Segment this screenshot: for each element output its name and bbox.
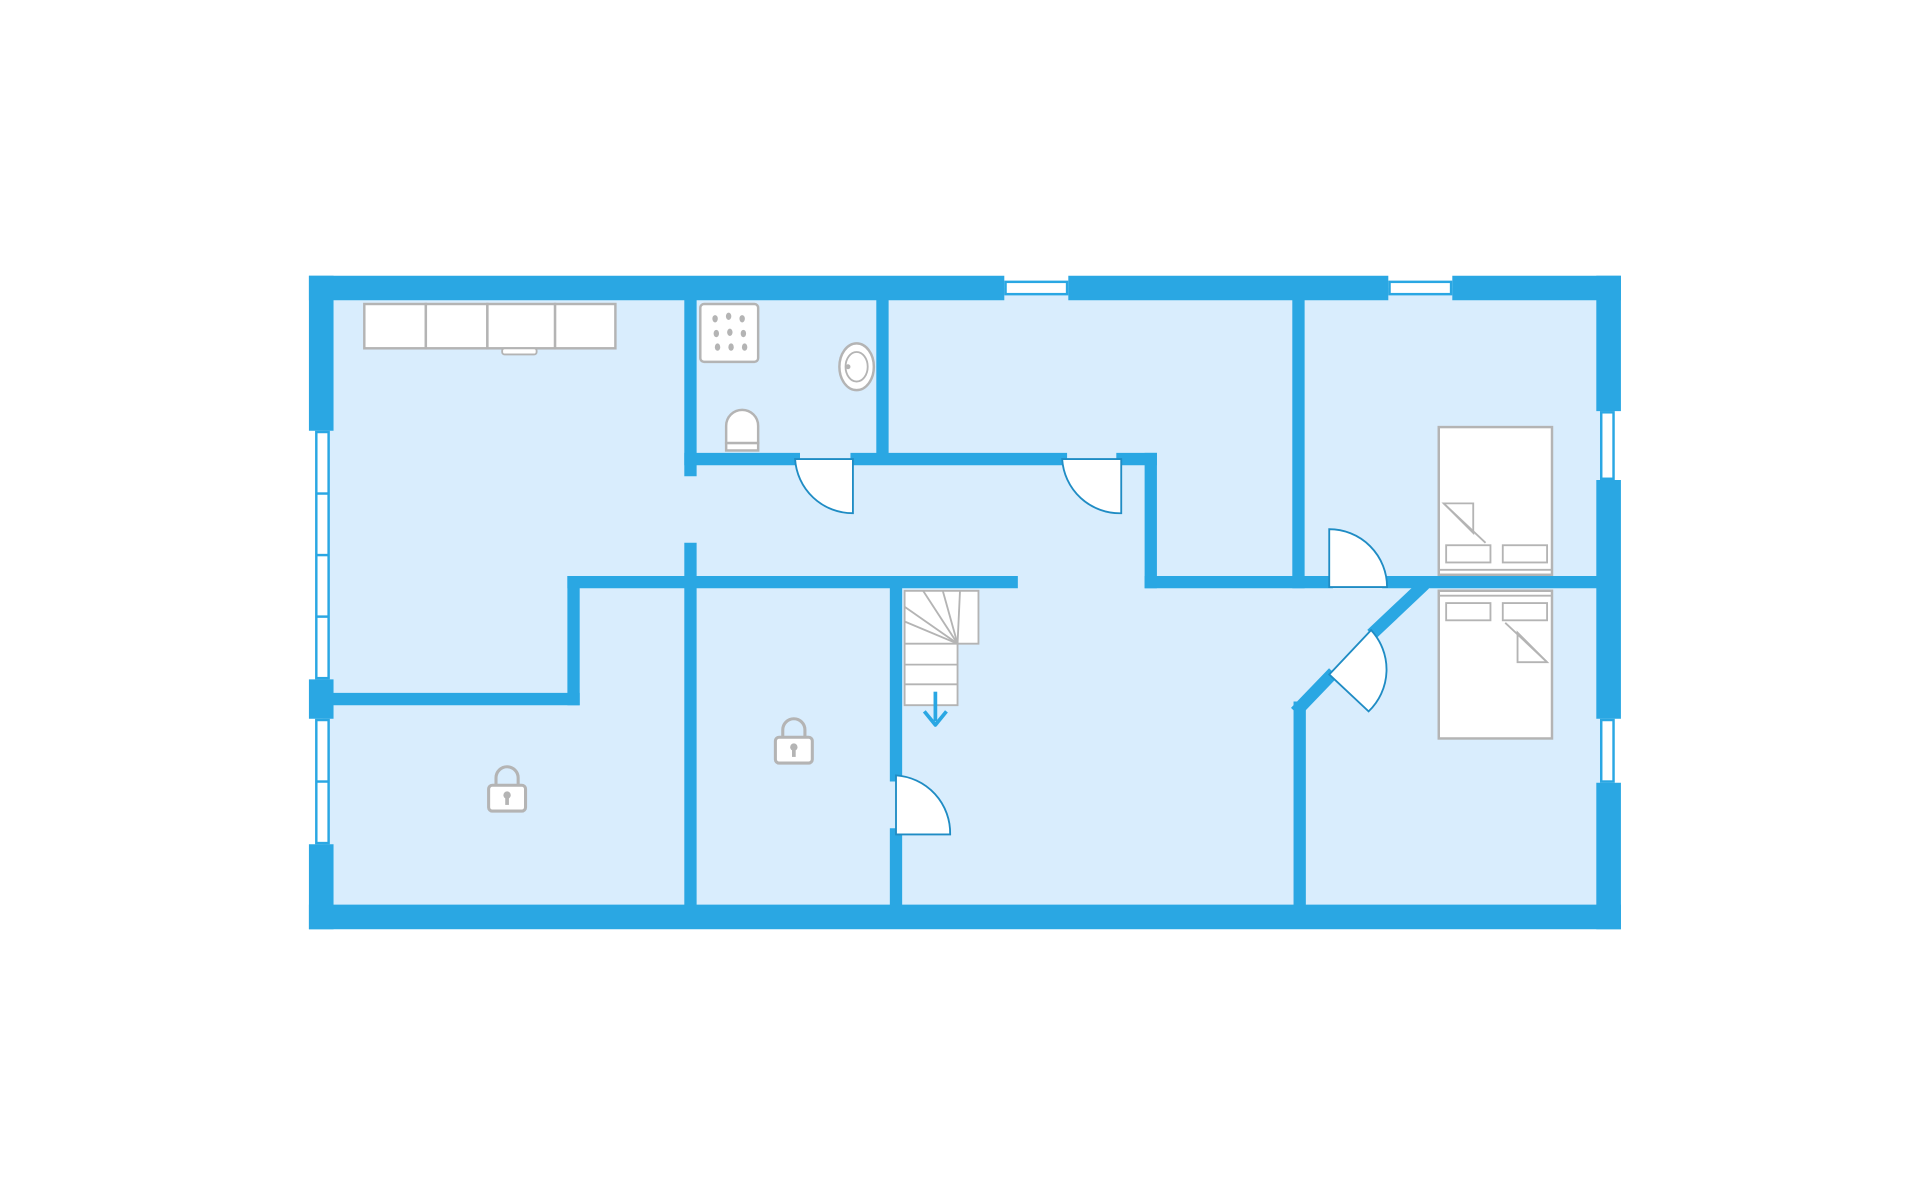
wall-segment	[1367, 579, 1430, 639]
shower-drop	[714, 343, 721, 351]
shower-drop	[712, 315, 718, 323]
shower-drop	[713, 329, 720, 338]
sink-basin	[838, 342, 876, 392]
arrow-down-icon	[922, 691, 948, 727]
shower-drop	[728, 343, 734, 351]
window-right	[1599, 718, 1615, 783]
window-right	[1599, 411, 1615, 480]
window-top	[1388, 280, 1453, 296]
stair-tread	[904, 620, 958, 645]
window-top	[1004, 280, 1069, 296]
toilet-tank	[724, 441, 760, 452]
sink-icon	[838, 342, 876, 392]
shower-drop	[725, 312, 732, 320]
kitchen-cabinet	[486, 302, 557, 350]
lock-icon	[487, 765, 528, 813]
sink-bowl	[844, 351, 869, 383]
kitchen-cabinet	[363, 302, 428, 350]
bed-fold-line	[1504, 622, 1548, 663]
shower-icon	[699, 302, 760, 364]
bed-pillow	[1501, 544, 1549, 564]
wall-segment	[1290, 668, 1338, 717]
shower-drop	[739, 315, 745, 323]
door-bedroom-south	[1327, 628, 1388, 713]
stair-tread	[956, 590, 961, 644]
walls	[308, 275, 1621, 930]
bed-pillow	[1445, 544, 1492, 564]
door-bathroom	[794, 458, 854, 515]
sink-drain	[845, 364, 851, 370]
lock-shackle	[494, 765, 520, 786]
toilet-bowl	[724, 408, 760, 445]
stair-tread	[922, 590, 959, 645]
stair-tread	[941, 590, 959, 644]
doors	[794, 458, 1389, 836]
lock-keyhole-slot	[792, 748, 796, 757]
shower-drop	[740, 329, 747, 338]
toilet-icon	[724, 408, 760, 452]
kitchen-cabinet	[553, 302, 617, 350]
kitchen-counter-icon	[363, 302, 617, 356]
bed-fold-line	[1443, 502, 1487, 544]
bed-icon	[1437, 425, 1554, 577]
lock-icon	[773, 717, 814, 765]
windows	[315, 280, 1615, 845]
kitchen-cabinet	[424, 302, 489, 350]
door-north-middle	[1061, 458, 1123, 515]
bed-icon	[1437, 589, 1554, 740]
bed-pillow	[1501, 602, 1549, 622]
door-bedroom-north	[1328, 528, 1389, 589]
bed-pillow	[1445, 602, 1492, 622]
stair-tread	[904, 606, 959, 645]
staircase	[903, 589, 980, 707]
lock-shackle	[781, 717, 807, 738]
shower-drop	[727, 328, 733, 336]
shower-drop	[741, 343, 748, 351]
kitchen-handle	[501, 347, 538, 356]
door-stair-hall	[895, 774, 952, 836]
arrow-head	[922, 710, 948, 727]
lock-keyhole-slot	[505, 796, 509, 805]
